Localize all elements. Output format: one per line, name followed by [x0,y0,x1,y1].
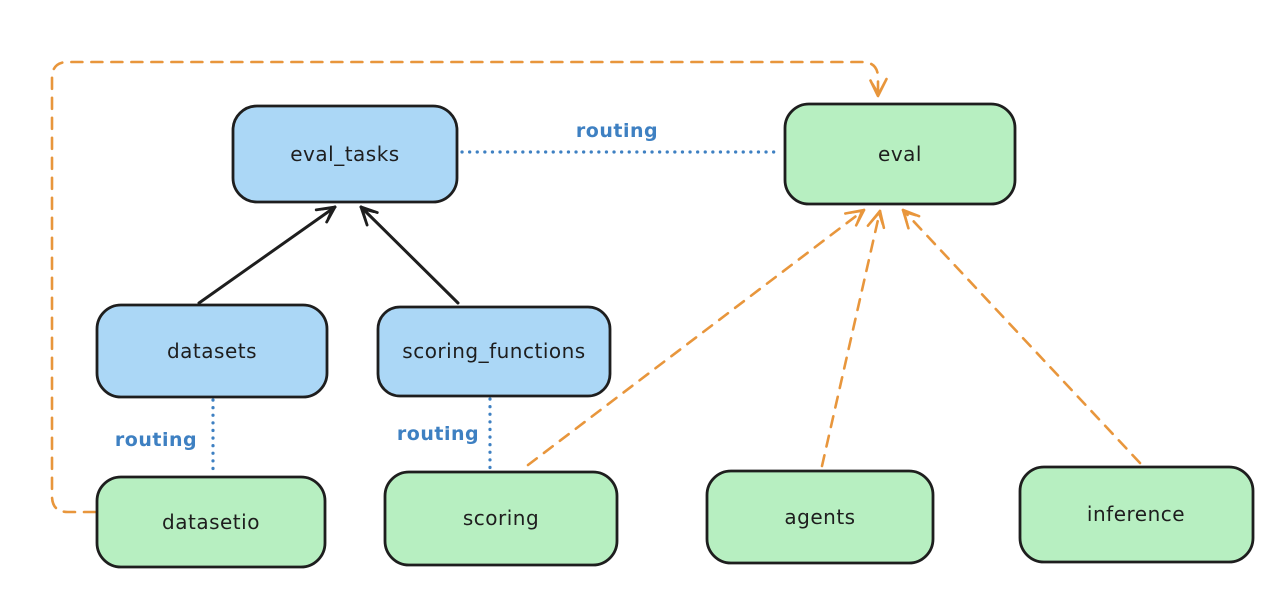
node-datasetio-box [95,475,327,569]
routing-label-eval: routing [576,120,658,142]
edge-scoring-to-eval [526,208,866,467]
node-eval: eval [783,102,1017,206]
node-datasets-label: datasets [167,339,257,363]
node-inference-label: inference [1087,502,1185,526]
node-eval-tasks-box [231,104,459,204]
node-eval-box [783,102,1017,206]
node-eval-tasks: eval_tasks [231,104,459,204]
node-agents-label: agents [784,505,855,529]
edge-inference-to-eval [901,208,1142,465]
node-datasetio: datasetio [95,475,327,569]
node-agents: agents [705,469,935,565]
node-scoring-functions: scoring_functions [376,305,612,398]
node-scoring: scoring [383,470,619,567]
node-inference-box [1018,465,1255,564]
nodes-layer: eval_tasks eval datasets scoring_functio… [95,102,1255,569]
node-inference: inference [1018,465,1255,564]
edge-agents-to-eval [820,209,886,468]
routing-label-datasetio: routing [115,429,197,451]
node-eval-label: eval [878,142,922,166]
node-eval-tasks-label: eval_tasks [290,142,399,166]
node-agents-box [705,469,935,565]
node-datasets-box [95,303,329,399]
edge-scoring-functions-to-eval-tasks [359,205,460,305]
node-scoring-label: scoring [463,506,539,530]
edge-datasetio-to-eval [50,60,888,514]
edges-layer [50,60,1142,514]
routing-label-scoring: routing [397,423,479,445]
edge-labels-layer: routing routing routing [115,120,658,451]
node-scoring-box [383,470,619,567]
edge-datasets-to-eval-tasks [197,205,337,305]
node-datasets: datasets [95,303,329,399]
node-datasetio-label: datasetio [162,510,260,534]
node-scoring-functions-label: scoring_functions [402,339,585,363]
node-scoring-functions-box [376,305,612,398]
